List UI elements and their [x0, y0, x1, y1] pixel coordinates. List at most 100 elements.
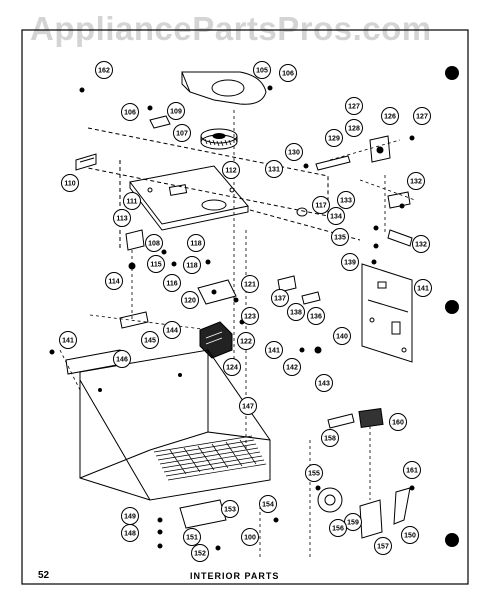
callout-c126: 126 [381, 107, 399, 125]
callout-circle [241, 528, 259, 546]
callout-label: 140 [336, 334, 348, 341]
motor-bracket [359, 499, 383, 539]
callout-c158: 158 [321, 429, 339, 447]
callout-circle [141, 331, 159, 349]
callout-label: 144 [166, 328, 178, 335]
callout-circle [181, 291, 199, 309]
callout-c152: 152 [191, 544, 209, 562]
callout-c134: 134 [327, 207, 345, 225]
callout-c118b: 118 [183, 256, 201, 274]
callout-label: 132 [410, 179, 422, 186]
callout-c133: 133 [337, 191, 355, 209]
callout-c129: 129 [325, 129, 343, 147]
callout-label: 118 [190, 241, 201, 248]
callout-circle [167, 102, 185, 120]
drip-tray [179, 499, 227, 529]
fan-bracket [149, 115, 171, 129]
callout-c141c: 141 [59, 331, 77, 349]
callout-label: 117 [315, 203, 326, 210]
callout-c113: 113 [113, 209, 131, 227]
diagram-caption: INTERIOR PARTS [190, 571, 280, 581]
callout-label: 106 [124, 110, 136, 117]
callout-c118a: 118 [187, 234, 205, 252]
callout-circle [321, 429, 339, 447]
callout-circle [271, 289, 289, 307]
callout-label: 107 [176, 131, 188, 138]
callout-label: 146 [116, 357, 128, 364]
callout-c124: 124 [223, 358, 241, 376]
callout-c146: 146 [113, 350, 131, 368]
callout-c147: 147 [239, 397, 257, 415]
callout-c140: 140 [333, 327, 351, 345]
callout-circle [163, 321, 181, 339]
callout-circle [121, 524, 139, 542]
callout-circle [327, 207, 345, 225]
callout-c157: 157 [374, 537, 392, 555]
callout-circle [259, 495, 277, 513]
callout-circle [191, 544, 209, 562]
callout-circle [413, 107, 431, 125]
callout-circle [329, 519, 347, 537]
callout-c114: 114 [105, 272, 123, 290]
control-side-panel [361, 263, 413, 363]
callout-label: 116 [166, 281, 177, 288]
callout-label: 127 [416, 114, 428, 121]
turntable-motor [317, 487, 343, 513]
callout-circle [312, 196, 330, 214]
callout-label: 147 [242, 404, 254, 411]
blower-housing [181, 71, 267, 105]
callout-label: 126 [384, 114, 396, 121]
callout-c138: 138 [287, 303, 305, 321]
callout-c156: 156 [329, 519, 347, 537]
callout-circle [241, 275, 259, 293]
callout-circle [163, 274, 181, 292]
callout-circle [95, 61, 113, 79]
callout-c155: 155 [305, 464, 323, 482]
callout-circle [287, 303, 305, 321]
callout-c110: 110 [61, 174, 79, 192]
callout-c144: 144 [163, 321, 181, 339]
callout-c131: 131 [265, 160, 283, 178]
callout-label: 120 [184, 298, 196, 305]
thermal-switch-bracket [119, 311, 149, 329]
watermark: AppliancePartsPros.com [30, 10, 432, 47]
callout-circle [147, 255, 165, 273]
callout-c107: 107 [173, 124, 191, 142]
callout-c128: 128 [345, 119, 363, 137]
callout-circle [183, 528, 201, 546]
callout-circle [173, 124, 191, 142]
callout-c161: 161 [403, 461, 421, 479]
callout-c162: 162 [95, 61, 113, 79]
callout-label: 157 [377, 544, 389, 551]
callout-c137: 137 [271, 289, 289, 307]
callout-label: 141 [417, 286, 429, 293]
callout-label: 108 [148, 241, 160, 248]
callout-label: 123 [244, 314, 256, 321]
callout-label: 156 [332, 526, 344, 533]
punch-hole-middle [445, 300, 459, 314]
interlock-switch [358, 407, 384, 429]
callout-circle [222, 161, 240, 179]
latch-arm [387, 229, 413, 247]
callout-label: 131 [268, 167, 280, 174]
back-panel-outline [87, 127, 361, 250]
switch-holder [327, 413, 355, 429]
fasteners [49, 85, 415, 551]
callout-c159: 159 [344, 513, 362, 531]
callout-circle [279, 64, 297, 82]
callout-label: 153 [224, 507, 236, 514]
callout-circle [241, 307, 259, 325]
callout-c112: 112 [222, 161, 240, 179]
callout-circle [305, 464, 323, 482]
top-mounting-plate [129, 165, 249, 231]
callout-label: 134 [330, 214, 342, 221]
callout-label: 113 [116, 216, 127, 223]
callout-label: 135 [334, 235, 346, 242]
callout-label: 106 [282, 71, 294, 78]
callout-circle [253, 61, 271, 79]
callout-label: 110 [64, 181, 75, 188]
callout-c111: 111 [123, 192, 141, 210]
page-border [21, 29, 469, 585]
callout-c109: 109 [167, 102, 185, 120]
